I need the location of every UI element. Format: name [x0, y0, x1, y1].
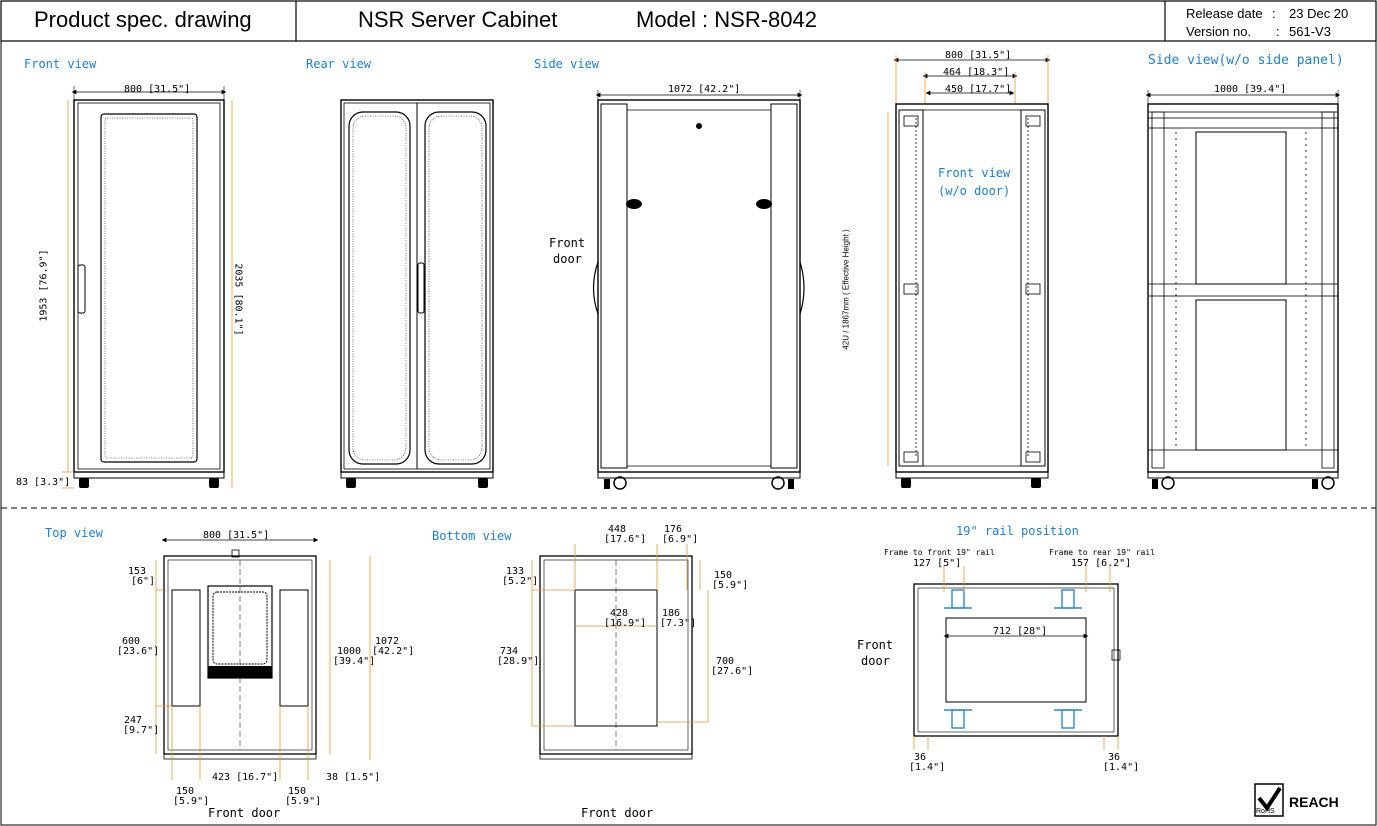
bottom-d428b: [16.9"]: [604, 618, 647, 629]
top-d153b: [6"]: [131, 576, 156, 587]
side-view-title: Side view: [534, 57, 600, 71]
bottom-d186b: [7.3"]: [660, 618, 697, 629]
title-block: Product spec. drawing NSR Server Cabinet…: [0, 0, 1377, 42]
bottom-view-title: Bottom view: [432, 529, 512, 543]
nodoor-label-l2: (w/o door): [938, 184, 1011, 198]
front-door-height-dim: 1953 [76.9"]: [38, 249, 50, 322]
top-d423: 423 [16.7"]: [212, 772, 279, 783]
top-width-dim: 800 [31.5"]: [203, 530, 270, 541]
rohs-badge: [1254, 783, 1284, 817]
front-total-height-dim: 2035 [80.1"]: [232, 263, 244, 336]
rail-d36lb: [1.4"]: [909, 762, 946, 773]
top-d600b: [23.6"]: [117, 646, 160, 657]
release-date-label: Release date: [1186, 6, 1263, 21]
top-d150la: 150: [176, 786, 195, 797]
version-label: Version no.: [1186, 24, 1252, 39]
bottom-d150b: [5.9"]: [712, 580, 749, 591]
rail-d712: 712 [28"]: [993, 626, 1048, 637]
release-date-value: 23 Dec 20: [1289, 6, 1349, 21]
rail-rear-label: Frame to rear 19" rail: [1049, 548, 1155, 557]
rail-d157: 157 [6.2"]: [1071, 558, 1132, 569]
top-view-title: Top view: [45, 526, 103, 540]
product-name: NSR Server Cabinet: [358, 7, 558, 32]
top-d1072a: 1072: [375, 636, 400, 647]
bottom-d150a: 150: [714, 570, 733, 581]
bottom-d448b: [17.6"]: [604, 534, 647, 545]
bottom-d700b: [27.6"]: [711, 666, 754, 677]
rail-front-door-l2: door: [861, 654, 890, 668]
version-colon: :: [1276, 24, 1280, 39]
sheet-title: Product spec. drawing: [34, 7, 252, 32]
rail-d36la: 36: [914, 752, 927, 763]
bottom-front-door: Front door: [581, 806, 654, 820]
side-depth-dim: 1072 [42.2"]: [668, 84, 741, 95]
reach-badge: REACH: [1289, 794, 1339, 810]
side-front-door-l1: Front: [549, 236, 586, 250]
front-width-dim: 800 [31.5"]: [124, 84, 191, 95]
side-nopanel-title: Side view(w/o side panel): [1148, 53, 1344, 68]
version-value: 561-V3: [1289, 24, 1331, 39]
release-date-colon: :: [1272, 6, 1276, 21]
bottom-d133b: [5.2"]: [502, 576, 539, 587]
rail-front-label: Frame to front 19" rail: [884, 548, 995, 557]
rail-front-door-l1: Front: [857, 638, 894, 652]
bottom-d700a: 700: [716, 656, 735, 667]
bottom-d176a: 176: [664, 524, 683, 535]
top-d247a: 247: [124, 715, 143, 726]
top-d153a: 153: [128, 566, 147, 577]
bottom-d734b: [28.9"]: [497, 656, 540, 667]
top-d38: 38 [1.5"]: [326, 772, 381, 783]
bottom-d734a: 734: [500, 646, 519, 657]
top-d1000a: 1000: [337, 646, 362, 657]
effective-height-dim: 42U / 1867mm ( Effective Height ): [841, 229, 851, 350]
top-front-door: Front door: [208, 806, 281, 820]
nodoor-outer-width-dim: 800 [31.5"]: [945, 50, 1012, 61]
front-view-title: Front view: [24, 57, 97, 71]
nodoor-label-l1: Front view: [938, 166, 1011, 180]
bottom-d133a: 133: [506, 566, 525, 577]
top-d1000b: [39.4"]: [333, 656, 376, 667]
top-d150rb: [5.9"]: [285, 796, 322, 807]
top-d1072b: [42.2"]: [372, 646, 415, 657]
rail-d36ra: 36: [1108, 752, 1121, 763]
top-view-drawing: [155, 537, 371, 780]
side-view-drawing: [592, 90, 805, 490]
bottom-d176b: [6.9"]: [662, 534, 699, 545]
front-nodoor-drawing: [887, 55, 1051, 488]
bottom-d186a: 186: [662, 608, 681, 619]
rail-position-title: 19" rail position: [956, 524, 1079, 538]
rear-view-title: Rear view: [306, 57, 372, 71]
model-number: Model : NSR-8042: [636, 7, 817, 32]
top-d150ra: 150: [288, 786, 307, 797]
rear-view-drawing: [340, 99, 494, 488]
top-d247b: [9.7"]: [123, 725, 160, 736]
rail-position-drawing: [913, 566, 1121, 750]
bottom-d428a: 428: [610, 608, 629, 619]
bottom-d448a: 448: [608, 524, 627, 535]
bottom-view-drawing: [531, 544, 709, 760]
front-base-dim: 83 [3.3"]: [16, 477, 71, 488]
side-nopanel-drawing: [1145, 90, 1341, 490]
top-d600a: 600: [122, 636, 141, 647]
top-d150lb: [5.9"]: [173, 796, 210, 807]
nopanel-depth-dim: 1000 [39.4"]: [1214, 84, 1287, 95]
rail-d36rb: [1.4"]: [1103, 762, 1140, 773]
side-front-door-l2: door: [553, 252, 582, 266]
rail-d127: 127 [5"]: [913, 558, 962, 569]
front-view-drawing: [62, 86, 233, 489]
nodoor-mid-width-dim: 464 [18.3"]: [943, 67, 1010, 78]
rohs-text: RoHS: [1256, 808, 1275, 815]
nodoor-inner-width-dim: 450 [17.7"]: [945, 84, 1012, 95]
